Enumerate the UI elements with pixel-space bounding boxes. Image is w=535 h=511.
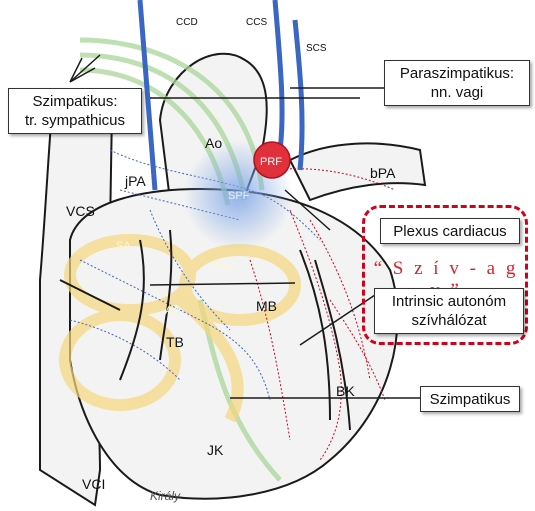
- callout-sympathetic-trunk-line1: Szimpatikus:: [9, 92, 141, 111]
- label-prf: PRF: [260, 156, 282, 168]
- label-bpa: bPA: [370, 165, 396, 181]
- pulmonary-trunk: [290, 143, 425, 200]
- callout-vagus: Paraszimpatikus: nn. vagi: [384, 60, 530, 106]
- callout-sympathetic: Szimpatikus: [420, 386, 520, 412]
- left-vagus: [275, 0, 282, 150]
- artist-signature: Király: [150, 489, 181, 503]
- right-vagus: [140, 0, 155, 190]
- label-ao: Ao: [205, 135, 222, 151]
- label-spf: SPF: [228, 190, 250, 202]
- callout-plexus-text: Plexus cardiacus: [381, 222, 519, 241]
- label-ccd: CCD: [176, 17, 198, 28]
- label-scs: SCS: [306, 43, 327, 54]
- label-mb: MB: [256, 298, 277, 314]
- callout-intrinsic: Intrinsic autonóm szívhálózat: [374, 288, 524, 334]
- label-vcs: VCS: [66, 203, 95, 219]
- callout-vagus-line2: nn. vagi: [385, 83, 529, 102]
- label-sa: SA: [116, 240, 131, 252]
- left-trunk: [295, 20, 302, 170]
- label-av: AV: [165, 305, 180, 317]
- callout-sympathetic-trunk: Szimpatikus: tr. sympathicus: [8, 88, 142, 134]
- label-ccs: CCS: [246, 17, 267, 28]
- label-tb: TB: [166, 334, 184, 350]
- label-bk: BK: [336, 383, 355, 399]
- label-jk: JK: [207, 442, 224, 458]
- label-jpa: jPA: [124, 173, 146, 189]
- callout-vagus-line1: Paraszimpatikus:: [385, 64, 529, 83]
- callout-intrinsic-line1: Intrinsic autonóm: [375, 292, 523, 311]
- callout-intrinsic-line2: szívhálózat: [375, 311, 523, 330]
- label-pvv: PVV: [212, 261, 235, 273]
- callout-plexus-cardiacus: Plexus cardiacus: [380, 218, 520, 244]
- label-vci: VCI: [82, 476, 105, 492]
- callout-sympathetic-trunk-line2: tr. sympathicus: [9, 111, 141, 130]
- callout-sympathetic-text: Szimpatikus: [421, 390, 519, 409]
